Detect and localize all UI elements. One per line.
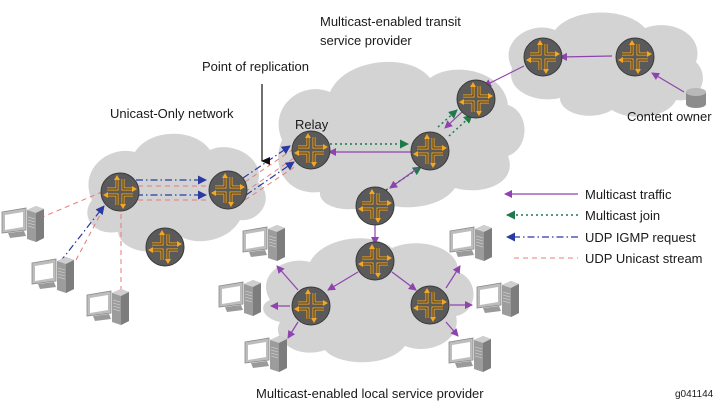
multicast-traffic-links <box>270 52 685 339</box>
router-icon <box>614 36 656 78</box>
legend-item-unicast-stream: UDP Unicast stream <box>514 251 703 266</box>
legend-label: Multicast join <box>585 208 660 223</box>
content-owner-label: Content owner <box>627 109 712 124</box>
workstation-icon <box>31 256 75 294</box>
router-icon <box>99 171 141 213</box>
transit-provider-label-line2: service provider <box>320 33 412 48</box>
router-icon <box>409 130 451 172</box>
workstation-icon <box>218 279 262 317</box>
workstation-icon <box>1 205 45 243</box>
relay-router-icon <box>290 129 332 171</box>
workstation-icon <box>449 224 493 262</box>
router-icon <box>409 284 451 326</box>
unicast-network-label: Unicast-Only network <box>110 106 234 121</box>
figure-id-label: g041144 <box>675 389 714 400</box>
router-icon <box>207 169 249 211</box>
router-icon <box>144 226 186 268</box>
workstation-icon <box>86 288 130 326</box>
workstation-icon <box>448 335 492 373</box>
cloud-unicast-only-network <box>87 133 266 252</box>
legend-label: UDP Unicast stream <box>585 251 703 266</box>
router-icon <box>354 185 396 227</box>
router-icon <box>354 240 396 282</box>
legend-label: UDP IGMP request <box>585 230 696 245</box>
local-provider-label: Multicast-enabled local service provider <box>256 386 484 401</box>
legend-label: Multicast traffic <box>585 187 672 202</box>
igmp-request-links <box>59 145 295 263</box>
workstation-icon <box>476 280 520 318</box>
legend: Multicast traffic Multicast join UDP IGM… <box>504 187 703 266</box>
content-server-icon <box>686 88 706 108</box>
point-of-replication-label: Point of replication <box>202 59 309 74</box>
router-icon <box>522 36 564 78</box>
legend-item-igmp-request: UDP IGMP request <box>506 230 696 245</box>
legend-item-multicast-join: Multicast join <box>506 208 660 223</box>
workstation-icon <box>244 335 288 373</box>
workstation-icon <box>242 224 286 262</box>
cloud-content-provider <box>508 12 703 117</box>
router-icon <box>455 78 497 120</box>
transit-provider-label-line1: Multicast-enabled transit <box>320 14 461 29</box>
cloud-local-provider <box>263 238 474 363</box>
legend-item-multicast-traffic: Multicast traffic <box>504 187 672 202</box>
relay-label: Relay <box>295 117 329 132</box>
router-icon <box>290 285 332 327</box>
